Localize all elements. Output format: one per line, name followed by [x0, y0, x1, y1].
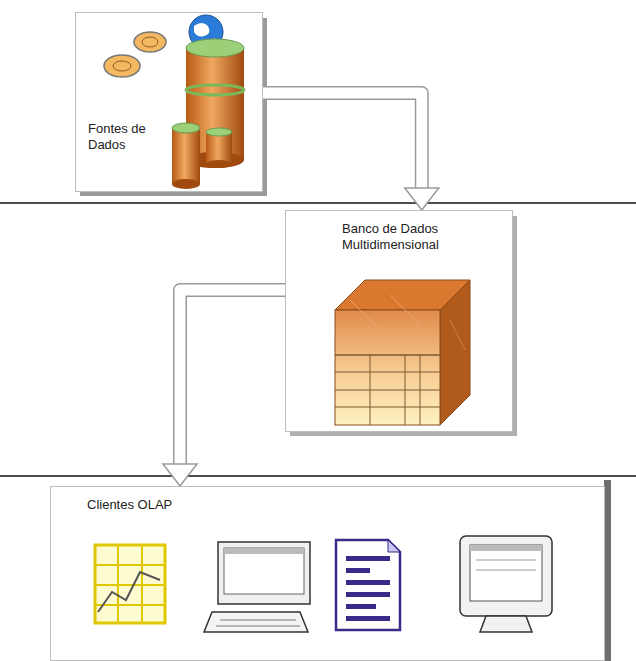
monitor-icon: [460, 536, 552, 632]
node-label: Clientes OLAP: [87, 497, 287, 513]
database-cylinders: [172, 39, 244, 189]
box-shadow: [604, 480, 611, 661]
client-panel: Clientes OLAP: [50, 486, 605, 661]
source-box: Banco de Dados Multidimensional: [285, 210, 513, 432]
multidimensional-cube: [335, 280, 470, 425]
source-box: Fontes de Dados: [75, 12, 263, 192]
flow-arrow: [163, 290, 285, 486]
node-label: Fontes de Dados: [88, 121, 170, 153]
flow-arrow: [263, 93, 439, 210]
coin-icon: [104, 32, 166, 77]
node-label: Banco de Dados Multidimensional: [342, 221, 502, 253]
document-icon: [336, 540, 400, 630]
separator-line: [0, 475, 636, 477]
separator-line: [0, 202, 636, 204]
chart-icon: [95, 545, 165, 623]
computer-icon: [204, 542, 310, 632]
